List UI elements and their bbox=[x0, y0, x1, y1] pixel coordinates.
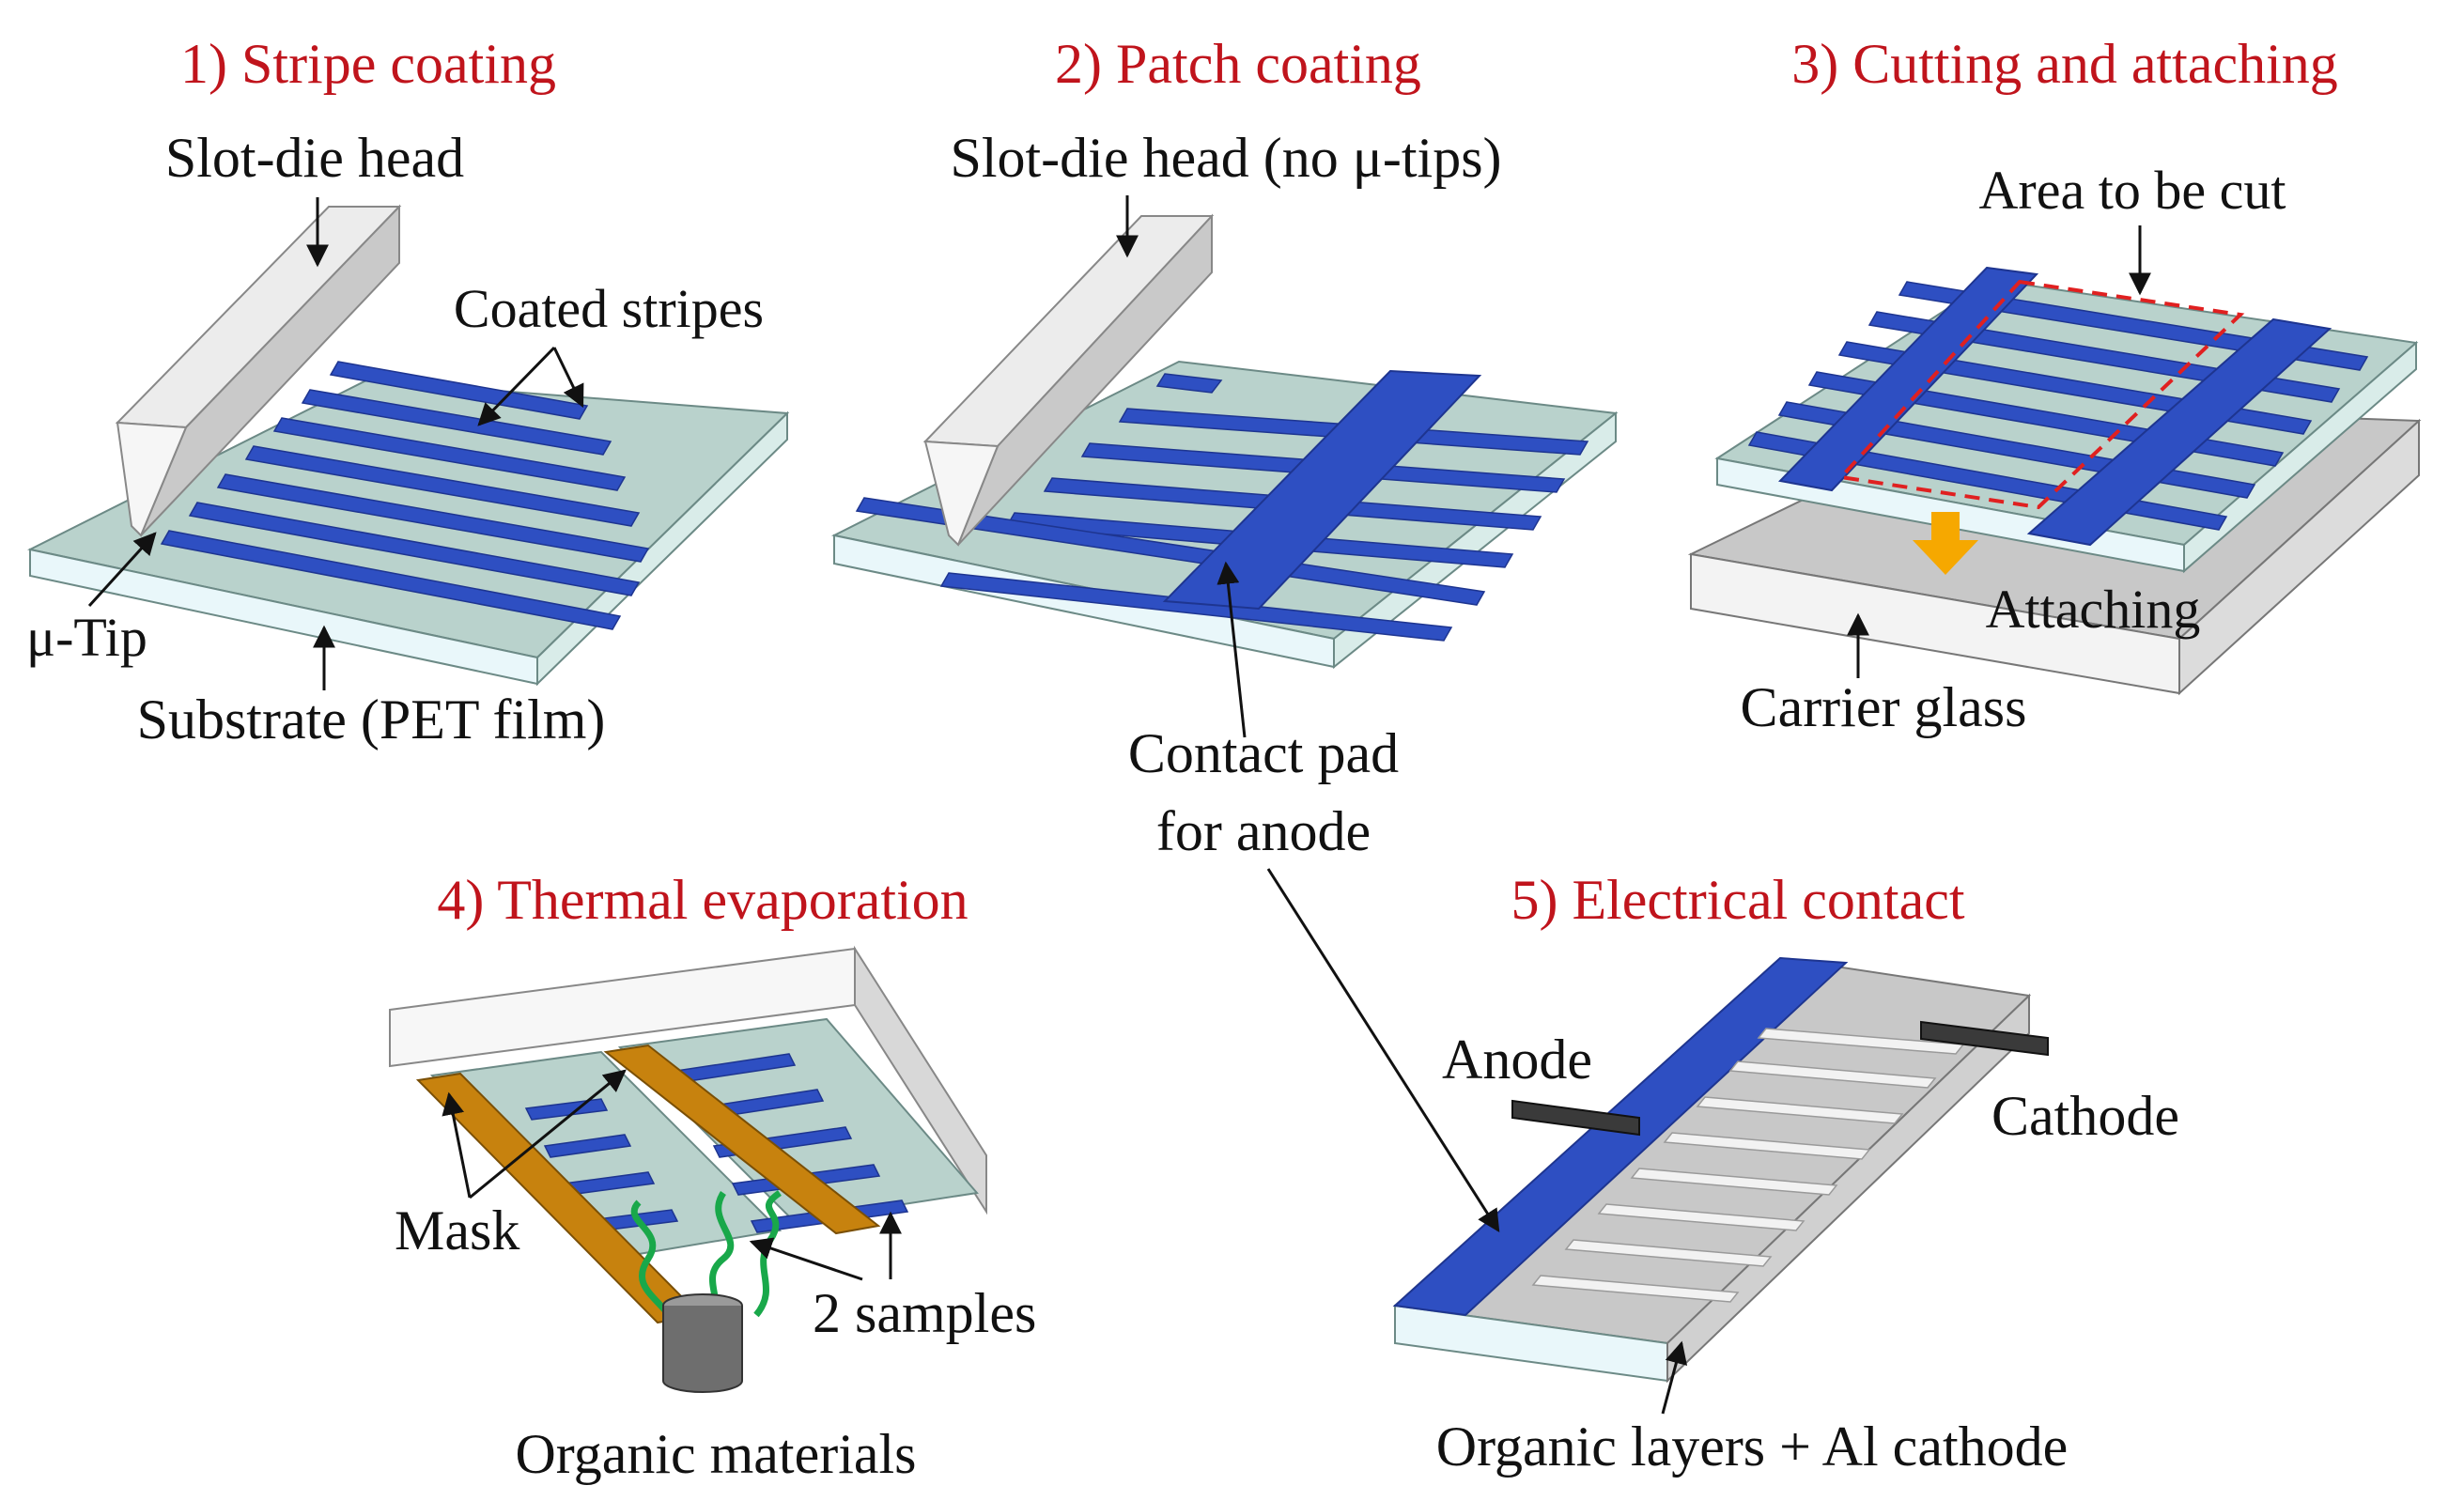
attach-arrow bbox=[1913, 512, 1978, 575]
cathode-label: Cathode bbox=[1991, 1085, 2179, 1147]
pad-arrow bbox=[1217, 561, 1247, 738]
left-pad bbox=[1777, 266, 2039, 492]
coated-stripes-label: Coated stripes bbox=[454, 278, 764, 339]
attaching-label: Attaching bbox=[1986, 579, 2201, 640]
coated-stripes bbox=[160, 361, 650, 630]
carrier-glass-label: Carrier glass bbox=[1741, 676, 2027, 738]
slot-die-head2-front bbox=[923, 440, 1000, 547]
slot-die-head-label: Slot-die head bbox=[165, 127, 464, 189]
layers-arrow bbox=[1661, 1340, 1688, 1415]
mask-label: Mask bbox=[395, 1199, 519, 1261]
panel-thermal-evaporation: 4) Thermal evaporation Mask 2 samples Or… bbox=[389, 869, 1036, 1485]
film-side bbox=[2183, 340, 2417, 574]
substrate-label: Substrate (PET film) bbox=[137, 689, 606, 750]
cathode-lines bbox=[1531, 1028, 1965, 1303]
panel1-title: 1) Stripe coating bbox=[180, 33, 556, 95]
slot-die-head2-label: Slot-die head (no μ-tips) bbox=[950, 127, 1501, 189]
panel-patch-coating: 2) Patch coating Slot-die head (no μ-tip… bbox=[830, 33, 1619, 862]
samples-arrow-1 bbox=[749, 1237, 863, 1281]
vapor-1 bbox=[630, 1199, 679, 1326]
contact-pad-label-2: for anode bbox=[1156, 800, 1371, 862]
stripes-arrow-1 bbox=[477, 346, 556, 426]
panel3-title: 3) Cutting and attaching bbox=[1791, 33, 2338, 95]
holder-side bbox=[854, 945, 987, 1215]
device-side bbox=[1666, 993, 2030, 1384]
mask-arrow-2 bbox=[469, 1069, 627, 1199]
panel2-title: 2) Patch coating bbox=[1055, 33, 1421, 95]
anode-stripe bbox=[1392, 956, 1849, 1317]
cathode-probe bbox=[1920, 1020, 2049, 1057]
contact-pad-to-anode-line bbox=[1266, 868, 1500, 1233]
contact-pad bbox=[1162, 369, 1482, 611]
organic-materials-label: Organic materials bbox=[515, 1423, 916, 1485]
cut-area-label: Area to be cut bbox=[1979, 160, 2286, 221]
panel-cutting-attaching: 3) Cutting and attaching Area to be cut … bbox=[1687, 33, 2422, 738]
stripes-arrow-2 bbox=[552, 347, 584, 409]
cut-area-outline bbox=[1836, 279, 2245, 510]
panel-electrical-contact: 5) Electrical contact Anode Cathode Orga… bbox=[1266, 868, 2179, 1478]
tip-arrow bbox=[87, 532, 157, 608]
mask-right bbox=[603, 1044, 881, 1235]
micro-tip-label: μ-Tip bbox=[26, 607, 147, 668]
organic-layers-label: Organic layers + Al cathode bbox=[1436, 1416, 2069, 1478]
panel5-title: 5) Electrical contact bbox=[1511, 869, 1964, 931]
panel4-title: 4) Thermal evaporation bbox=[437, 869, 968, 931]
anode-label: Anode bbox=[1442, 1029, 1592, 1091]
carrier-glass-side bbox=[2178, 418, 2420, 696]
mask-arrow-1 bbox=[442, 1091, 472, 1199]
crucible-body bbox=[662, 1306, 743, 1393]
contact-pad-label-1: Contact pad bbox=[1128, 722, 1399, 784]
panel-stripe-coating: 1) Stripe coating Slot-die head Coated s… bbox=[26, 33, 790, 750]
samples-label: 2 samples bbox=[813, 1282, 1036, 1344]
anode-probe bbox=[1511, 1099, 1640, 1137]
right-pad bbox=[2026, 317, 2332, 547]
